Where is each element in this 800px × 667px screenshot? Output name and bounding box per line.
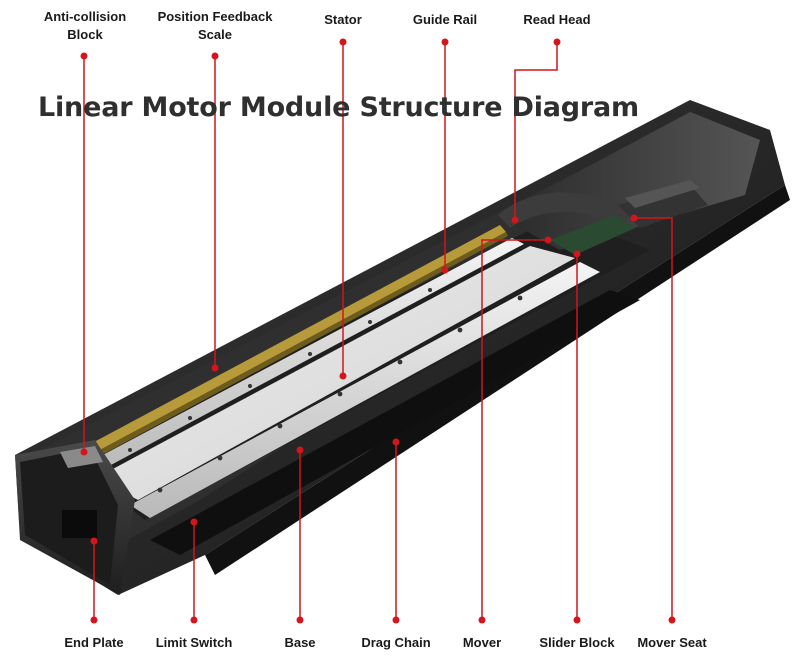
label-slider-block: Slider Block [539,635,615,650]
mover-cover [498,112,760,250]
label-end-plate: End Plate [64,635,124,650]
scale-strip [66,225,506,465]
label-guide-rail: Guide Rail [412,12,478,27]
guide-rail-left [82,238,524,474]
label-base: Base [284,635,316,650]
mover-seat-top [625,180,700,208]
label-stator: Stator [324,12,362,27]
label-mover-seat: Mover Seat [637,635,707,650]
callout-lines [83,42,673,620]
diagram-title: Linear Motor Module Structure Diagram [38,92,639,123]
anti-collision-block [60,446,103,468]
label-limit-switch: Limit Switch [155,635,233,650]
stator-plate [96,246,575,500]
mover-curved-end [498,192,640,228]
label-read-head: Read Head [523,12,591,27]
label-drag-chain: Drag Chain [361,635,431,650]
rail-holes [128,288,523,493]
end-plate-cutout [62,510,97,538]
base-flange [205,185,790,575]
drag-chain [150,290,640,555]
slider-block [550,215,635,255]
callout-dots [80,38,676,624]
scale-strip-edge [72,232,508,470]
label-mover: Mover [462,635,502,650]
